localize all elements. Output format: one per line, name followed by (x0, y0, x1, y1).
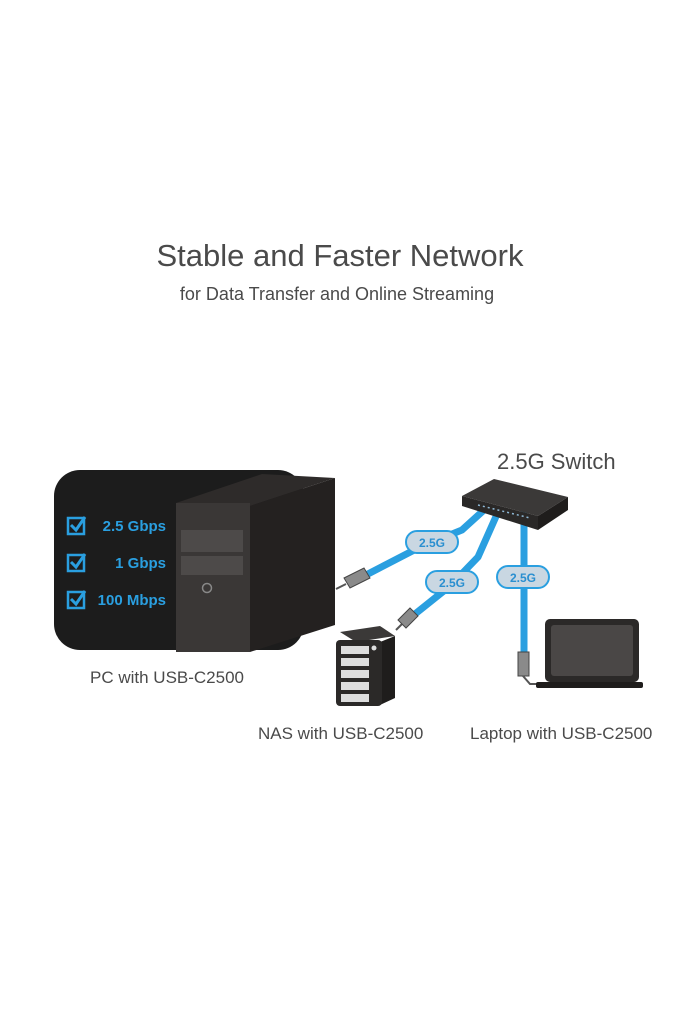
checkbox-icon (66, 553, 87, 573)
nas-label: NAS with USB-C2500 (258, 724, 423, 743)
speed-label: 100 Mbps (98, 592, 166, 609)
laptop-icon (536, 619, 643, 688)
switch-label: 2.5G Switch (497, 449, 616, 474)
pc-tower-icon (176, 474, 335, 652)
usb-adapter-icon (395, 607, 419, 631)
page-subtitle: for Data Transfer and Online Streaming (180, 284, 494, 304)
link-speed-badge: 2.5G (425, 570, 479, 594)
usb-adapter-icon (335, 567, 371, 590)
speed-label: 1 Gbps (115, 555, 166, 572)
switch-icon (462, 479, 568, 530)
svg-text:2.5G: 2.5G (419, 536, 445, 550)
speed-label: 2.5 Gbps (103, 518, 166, 535)
usb-adapter-icon (517, 651, 545, 685)
pc-label: PC with USB-C2500 (90, 668, 244, 687)
svg-text:2.5G: 2.5G (439, 576, 465, 590)
checkbox-icon (66, 590, 87, 610)
link-speed-badge: 2.5G (496, 565, 550, 589)
nas-icon (336, 626, 395, 706)
laptop-label: Laptop with USB-C2500 (470, 724, 652, 743)
page-title: Stable and Faster Network (156, 238, 524, 273)
svg-text:2.5G: 2.5G (510, 571, 536, 585)
checkbox-icon (66, 516, 87, 536)
link-speed-badge: 2.5G (405, 530, 459, 554)
